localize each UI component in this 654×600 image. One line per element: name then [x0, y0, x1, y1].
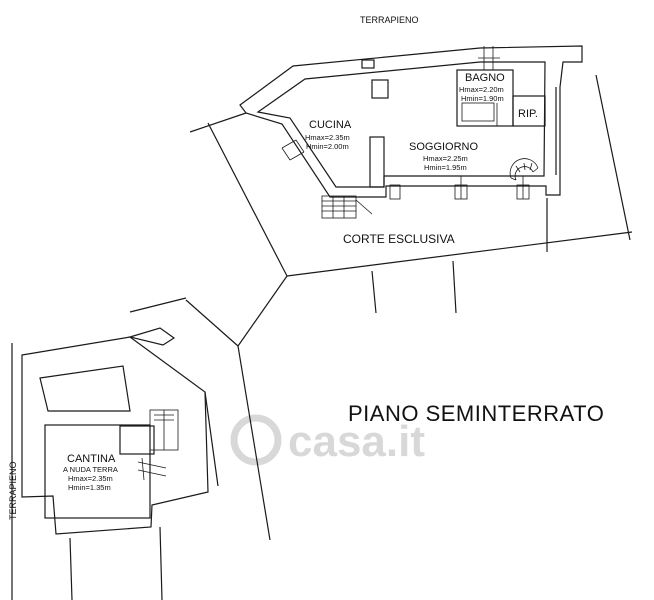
- label-terrapieno-left: TERRAPIENO: [8, 461, 18, 520]
- room-cantina-hmax: Hmax=2.35m: [68, 474, 113, 483]
- room-soggiorno-hmin: Hmin=1.95m: [424, 163, 467, 172]
- room-cucina-hmin: Hmin=2.00m: [306, 142, 349, 151]
- cellar-outer-wall: [21, 336, 209, 535]
- upper-building: [239, 45, 583, 219]
- window-kitchen: [281, 139, 305, 161]
- room-cantina-name: CANTINA: [67, 453, 116, 465]
- upper-inner-wall: [256, 61, 546, 188]
- room-cantina-hmin: Hmin=1.35m: [68, 483, 111, 492]
- room-bagno-name: BAGNO: [465, 72, 505, 84]
- upper-outer-wall: [239, 45, 583, 198]
- room-cucina-hmax: Hmax=2.35m: [305, 133, 350, 142]
- spiral-stair-icon: [509, 158, 539, 181]
- room-bagno-hmax: Hmax=2.20m: [459, 85, 504, 94]
- room-cantina-note: A NUDA TERRA: [63, 465, 118, 474]
- kitchen-partition: [369, 136, 385, 188]
- window-top: [478, 46, 500, 70]
- watermark-logo-icon: [230, 414, 282, 466]
- cellar-doorway: [119, 425, 155, 455]
- label-corte: CORTE ESCLUSIVA: [343, 232, 455, 246]
- room-bagno-hmin: Hmin=1.90m: [461, 94, 504, 103]
- label-terrapieno-top: TERRAPIENO: [360, 15, 419, 25]
- room-soggiorno-name: SOGGIORNO: [409, 141, 479, 153]
- entry-stair-icon: [321, 195, 373, 219]
- courtyard-boundaries: [129, 74, 633, 541]
- cellar-upper-room: [39, 365, 131, 412]
- floor-title: PIANO SEMINTERRATO: [348, 401, 604, 426]
- cellar-bottom-wall: [69, 537, 73, 600]
- cellar-stair-icon: [137, 457, 167, 481]
- wall-pillar: [361, 59, 375, 69]
- cellar-room-walls: [44, 424, 151, 519]
- room-cucina-name: CUCINA: [309, 119, 352, 131]
- watermark-text: casa.it: [288, 417, 425, 466]
- cellar-building: [11, 327, 209, 600]
- cellar-bottom-wall: [159, 526, 163, 600]
- room-soggiorno-hmax: Hmax=2.25m: [423, 154, 468, 163]
- facade-openings: [389, 176, 530, 200]
- cellar-window: [149, 409, 179, 451]
- storage-walls: [512, 95, 546, 127]
- cellar-top-corner: [127, 327, 176, 346]
- bathroom-fixture: [461, 102, 495, 122]
- watermark: casa.it: [230, 414, 425, 466]
- wall-pillar: [371, 79, 389, 99]
- room-rip-name: RIP.: [518, 108, 538, 120]
